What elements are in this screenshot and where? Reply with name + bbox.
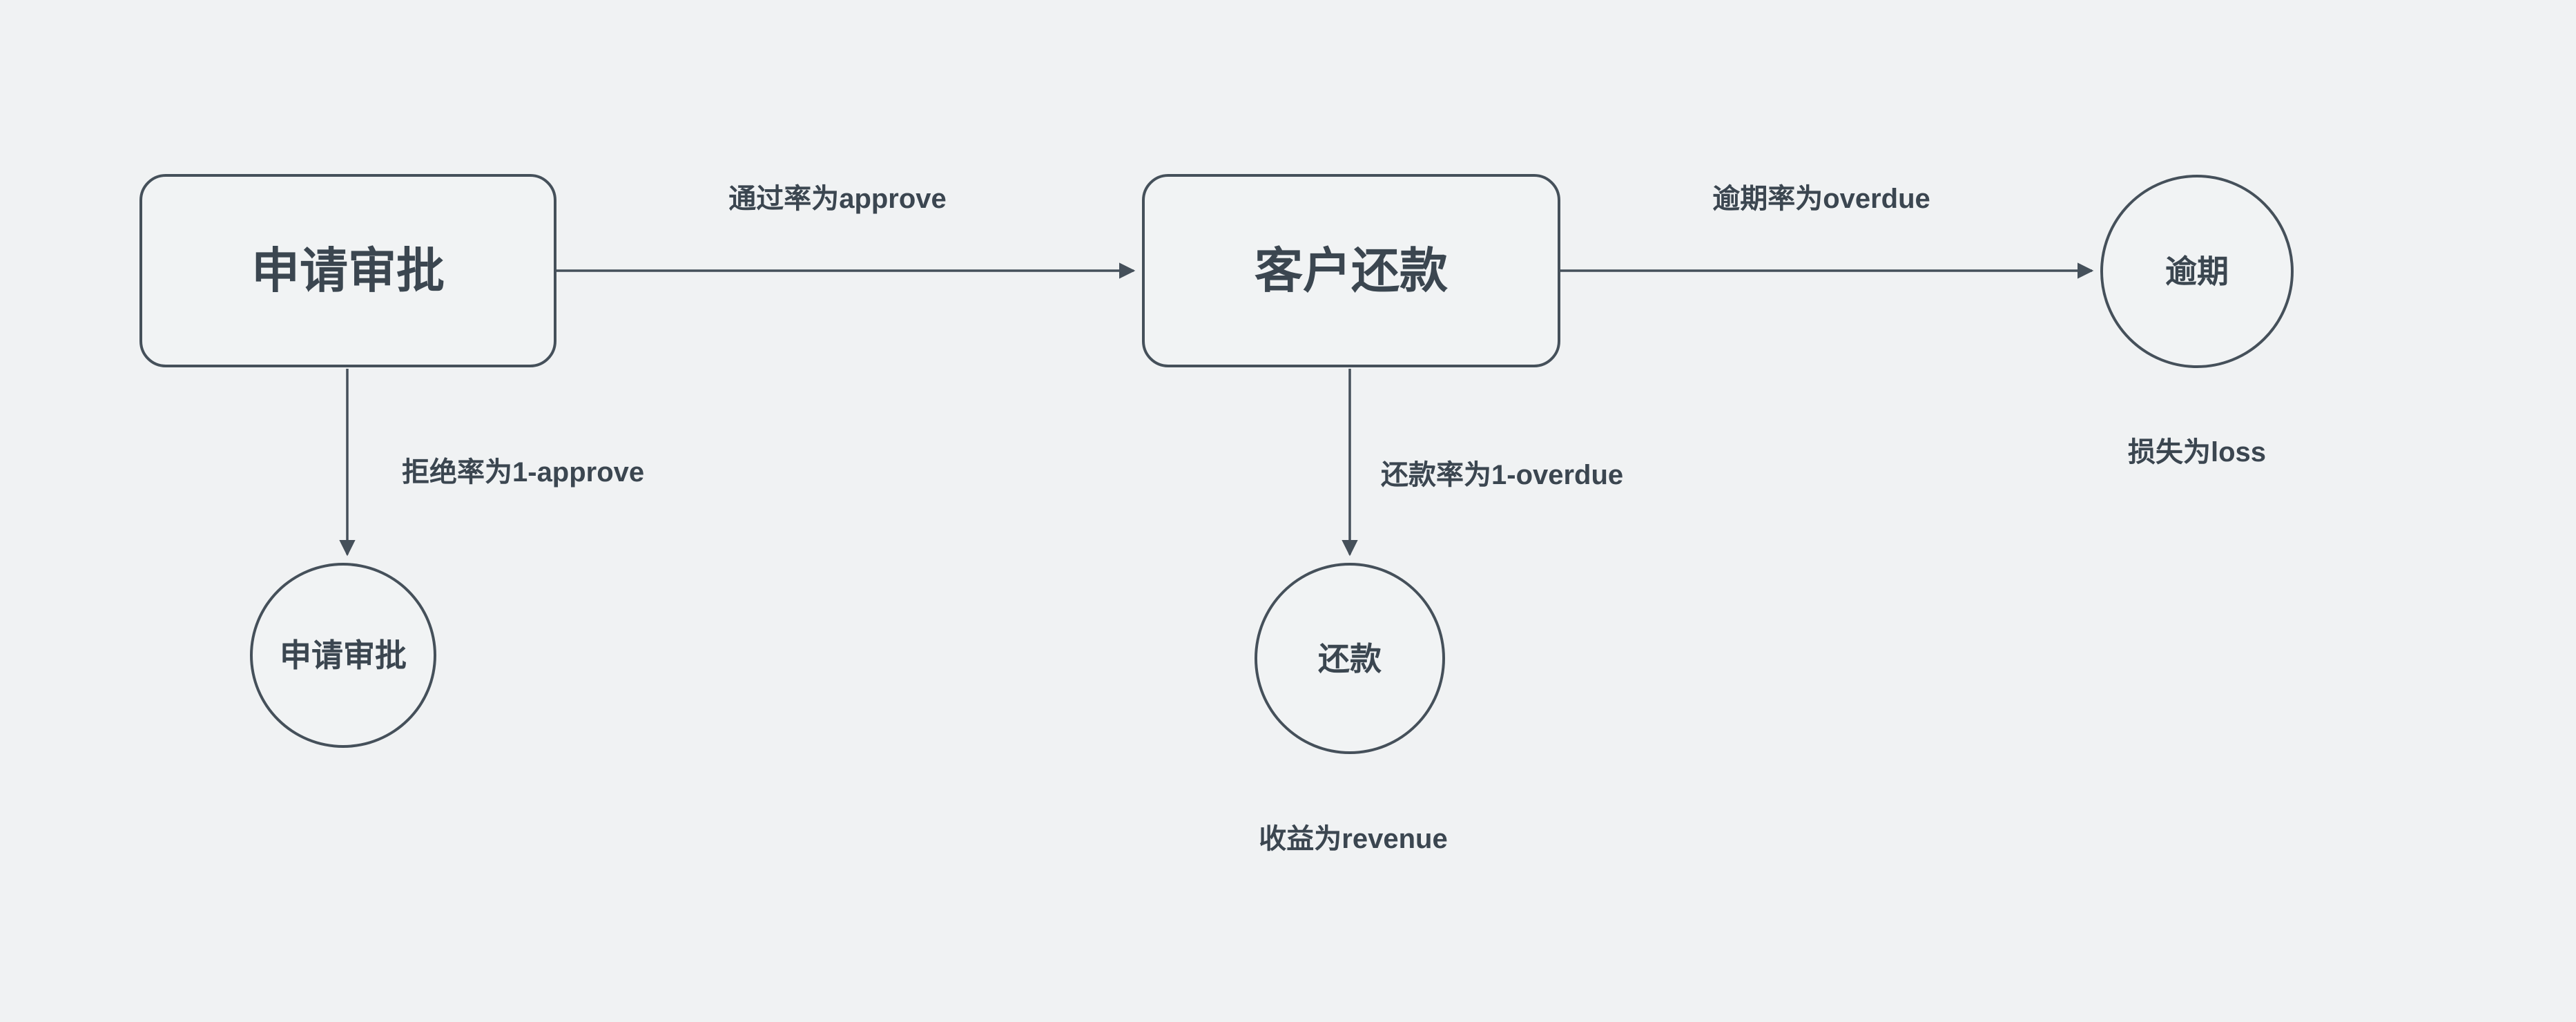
annotation-revenue[interactable]: 收益为revenue [1259,824,1448,854]
edge-label-approve[interactable]: 通过率为approve [728,184,947,214]
node-repay-circle[interactable]: 还款 [1255,563,1445,754]
node-repay-circle-label: 还款 [1318,640,1382,677]
node-reject-circle[interactable]: 申请审批 [250,563,436,748]
node-repayment-box-label: 客户还款 [1255,244,1448,298]
node-reject-circle-label: 申请审批 [280,637,407,673]
node-approval-box-label: 申请审批 [251,244,445,298]
node-overdue-circle-label: 逾期 [2165,253,2229,289]
node-overdue-circle[interactable]: 逾期 [2100,175,2294,368]
edge-label-repay[interactable]: 还款率为1-overdue [1381,460,1624,490]
node-approval-box[interactable]: 申请审批 [139,174,556,367]
edge-label-reject[interactable]: 拒绝率为1-approve [402,457,645,488]
node-repayment-box[interactable]: 客户还款 [1142,174,1560,367]
annotation-loss[interactable]: 损失为loss [2127,437,2267,467]
edge-label-overdue[interactable]: 逾期率为overdue [1712,184,1930,214]
